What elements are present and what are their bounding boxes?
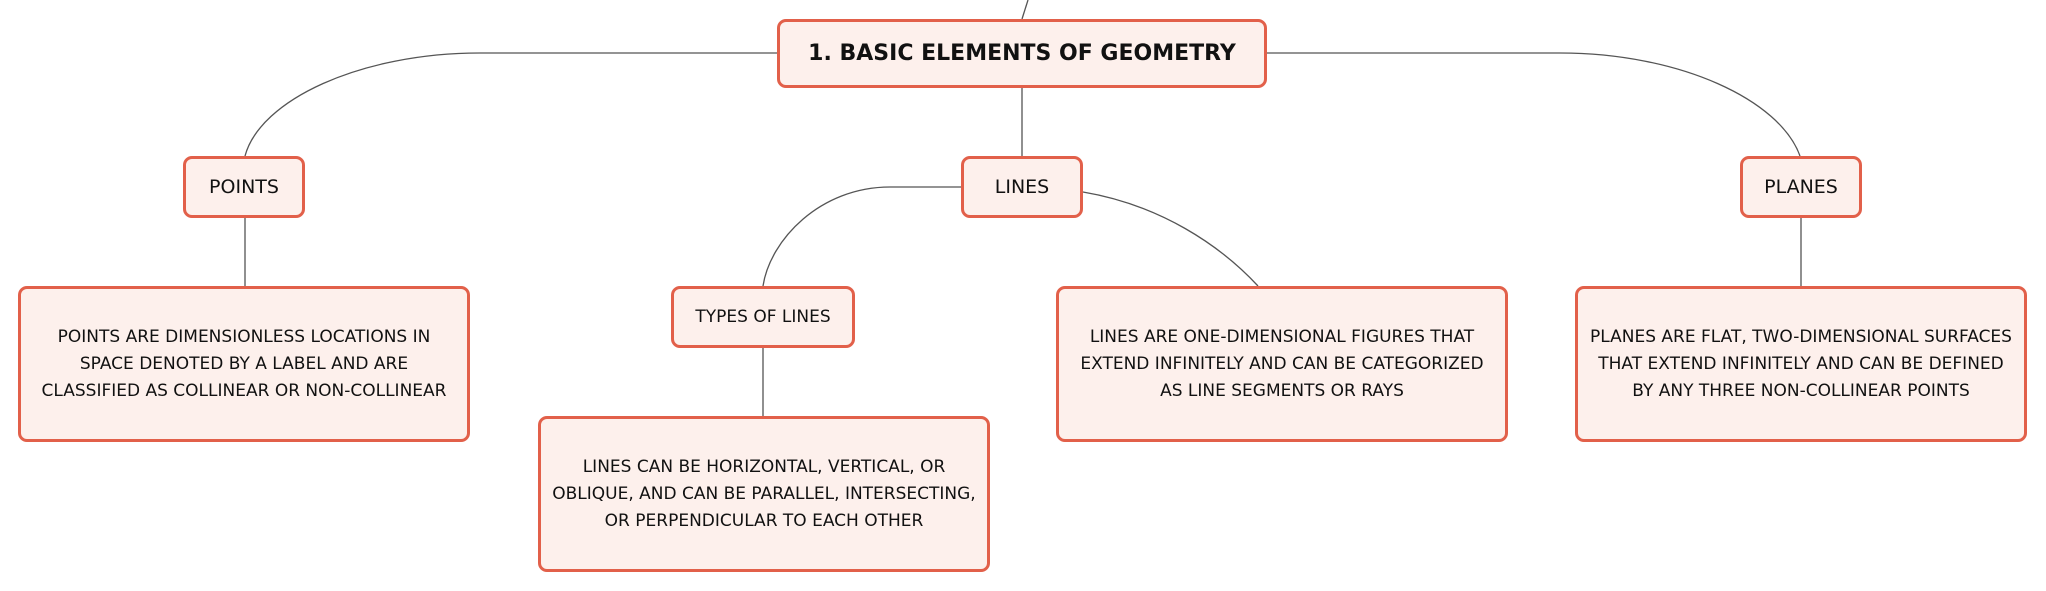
connector-lines-types [762, 186, 961, 287]
detail-node-text: Planes are flat, two-dimensional surface… [1590, 326, 2012, 401]
topic-node-label: Points [209, 176, 279, 198]
detail-node-points[interactable]: Points are dimensionless locations in sp… [18, 286, 470, 442]
root-node-label: 1. Basic Elements of Geometry [808, 41, 1236, 66]
connector-root-planes [1267, 52, 1801, 157]
connector-parent-stub [1021, 0, 1029, 20]
connector-lines-desc [1082, 191, 1259, 287]
topic-node-lines[interactable]: Lines [961, 156, 1083, 218]
topic-node-label: Lines [994, 176, 1050, 198]
detail-node-text: Points are dimensionless locations in sp… [41, 326, 447, 401]
subtopic-node-label: Types of Lines [695, 307, 831, 327]
connector-root-points [244, 52, 777, 157]
detail-node-lines[interactable]: Lines are one-dimensional figures that e… [1056, 286, 1508, 442]
detail-node-text: Lines are one-dimensional figures that e… [1080, 326, 1484, 401]
topic-node-points[interactable]: Points [183, 156, 305, 218]
detail-node-types-of-lines[interactable]: Lines can be horizontal, vertical, or ob… [538, 416, 990, 572]
topic-node-planes[interactable]: Planes [1740, 156, 1862, 218]
topic-node-label: Planes [1764, 176, 1838, 198]
root-node[interactable]: 1. Basic Elements of Geometry [777, 19, 1267, 88]
detail-node-text: Lines can be horizontal, vertical, or ob… [552, 456, 976, 531]
subtopic-node-types-of-lines[interactable]: Types of Lines [671, 286, 855, 348]
detail-node-planes[interactable]: Planes are flat, two-dimensional surface… [1575, 286, 2027, 442]
